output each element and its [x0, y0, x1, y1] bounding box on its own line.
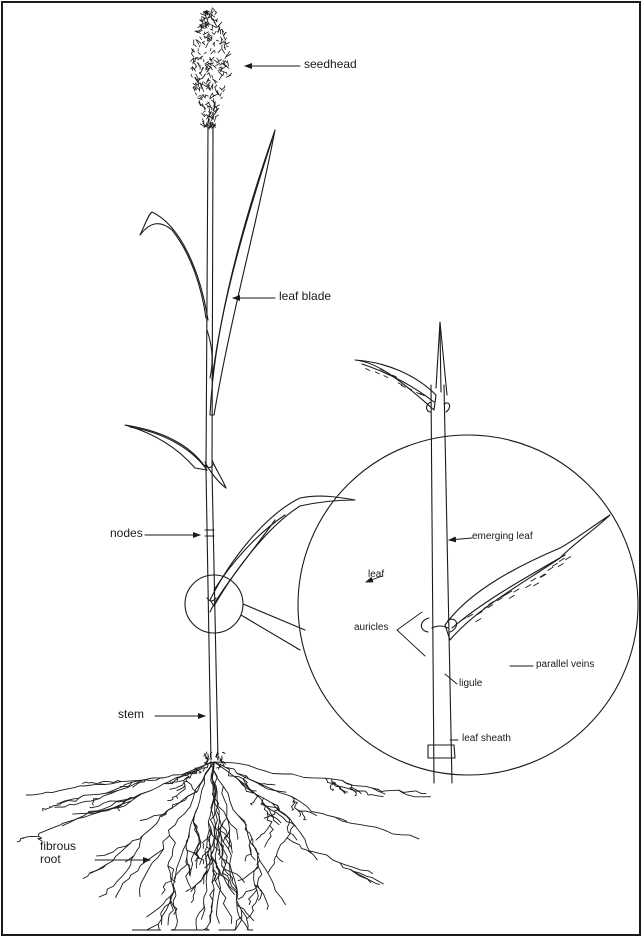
label-nodes: nodes	[110, 527, 143, 540]
label-emerging-leaf: emerging leaf	[472, 532, 533, 543]
zoom-connector-top	[243, 604, 305, 630]
label-parallel-veins: parallel veins	[536, 660, 594, 671]
label-seedhead: seedhead	[304, 58, 357, 71]
label-fibrous-root-line1: fibrous	[40, 840, 76, 853]
seedhead-drawing	[191, 8, 232, 129]
leader-lines	[95, 66, 300, 860]
fibrous-root-drawing	[17, 752, 430, 930]
lower-right-leaf-drawing	[210, 496, 355, 612]
label-leaf-blade: leaf blade	[279, 290, 331, 303]
label-auricles: auricles	[354, 623, 388, 634]
label-fibrous-root-line2: root	[40, 853, 61, 866]
label-ligule: ligule	[459, 679, 482, 690]
stem-drawing	[205, 128, 218, 760]
label-stem: stem	[118, 708, 144, 721]
middle-leaf-drawing	[125, 425, 226, 488]
label-leaf-sheath: leaf sheath	[462, 734, 511, 745]
detail-drawing	[355, 322, 610, 783]
detail-circle	[298, 435, 638, 775]
zoom-connector-bottom	[241, 615, 300, 650]
label-leaf: leaf	[368, 570, 384, 581]
